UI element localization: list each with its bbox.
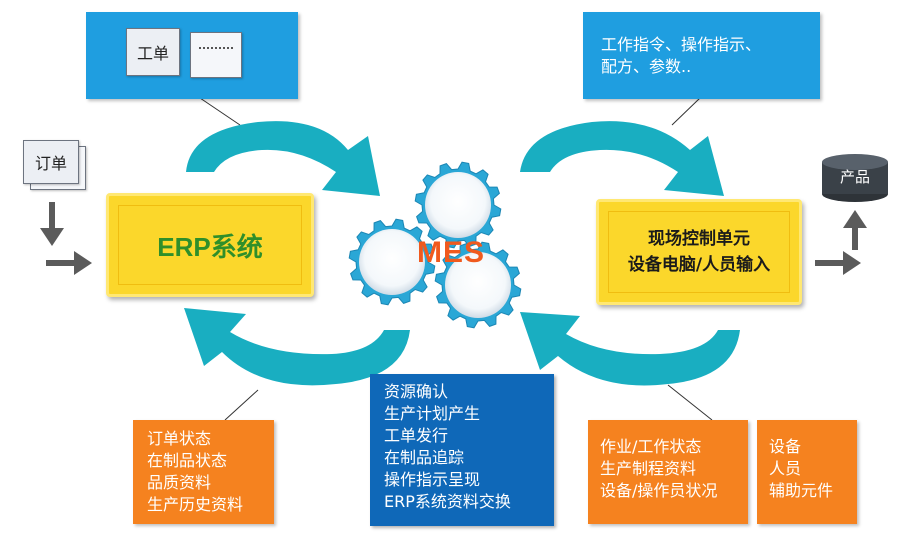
connector-line-work-order	[199, 97, 241, 126]
arrow-right-shaft	[46, 260, 76, 266]
arrow-bottom-right	[520, 312, 740, 386]
mes-function-5: 操作指示呈现	[384, 470, 481, 489]
gear-top-icon	[414, 161, 502, 249]
mes-functions-box: 资源确认 生产计划产生 工单发行 在制品追踪 操作指示呈现 ERP系统资料交换	[370, 374, 554, 526]
arrow-up-head	[843, 210, 867, 228]
mes-function-2: 生产计划产生	[384, 404, 481, 423]
product-cylinder-icon	[822, 154, 888, 202]
erp-system-box: ERP系统	[106, 193, 314, 297]
resources-line-1: 设备	[769, 437, 802, 456]
gear-left-icon	[348, 218, 436, 306]
erp-feedback-line-2: 在制品状态	[147, 451, 228, 470]
arrow-down-head	[40, 228, 64, 246]
arrow-bottom-left	[184, 308, 410, 386]
arrow-out-head	[843, 251, 861, 275]
work-order-doc-icon: 工单	[126, 28, 180, 76]
arrow-right-head	[74, 251, 92, 275]
connector-line-top-right	[671, 97, 701, 126]
erp-feedback-line-3: 品质资料	[147, 473, 212, 492]
resources-line-3: 辅助元件	[769, 481, 834, 500]
erp-system-label: ERP系统	[157, 231, 263, 262]
instructions-line-1: 工作指令、操作指示、	[601, 35, 762, 54]
gear-right-icon	[434, 241, 522, 329]
resources-line-2: 人员	[769, 459, 802, 478]
arrow-top-left	[186, 121, 380, 196]
field-unit-line-1: 现场控制单元	[648, 229, 750, 249]
order-doc-icon: 订单	[23, 140, 79, 184]
instructions-line-2: 配方、参数..	[601, 57, 692, 76]
erp-feedback-line-1: 订单状态	[147, 429, 212, 448]
work-order-doc-back-icon	[190, 32, 242, 78]
erp-feedback-box: 订单状态 在制品状态 品质资料 生产历史资料	[133, 420, 274, 524]
resources-box: 设备 人员 辅助元件	[757, 420, 857, 524]
mes-function-3: 工单发行	[384, 426, 449, 445]
gears	[348, 161, 522, 329]
erp-feedback-line-4: 生产历史资料	[147, 495, 244, 514]
arrow-up-shaft	[852, 226, 858, 250]
mes-function-6: ERP系统资料交换	[384, 492, 511, 511]
product-label: 产品	[839, 168, 870, 186]
mes-function-4: 在制品追踪	[384, 448, 465, 467]
field-status-line-2: 生产制程资料	[600, 459, 697, 478]
field-unit-line-2: 设备电脑/人员输入	[627, 255, 771, 275]
connector-line-bottom-left	[224, 389, 259, 421]
field-status-line-1: 作业/工作状态	[600, 437, 702, 456]
connector-line-bottom-right	[667, 384, 713, 421]
instructions-box: 工作指令、操作指示、 配方、参数..	[583, 12, 820, 99]
field-control-unit-box: 现场控制单元 设备电脑/人员输入	[596, 199, 802, 305]
arrow-out-shaft	[815, 260, 845, 266]
arrow-down-shaft	[49, 202, 55, 230]
order-label: 订单	[34, 154, 67, 173]
field-status-line-3: 设备/操作员状况	[600, 481, 718, 500]
mes-function-1: 资源确认	[384, 382, 449, 401]
work-order-label: 工单	[136, 44, 169, 63]
arrow-top-right	[520, 121, 724, 196]
mes-label: MES	[416, 236, 485, 269]
field-status-box: 作业/工作状态 生产制程资料 设备/操作员状况	[588, 420, 748, 524]
